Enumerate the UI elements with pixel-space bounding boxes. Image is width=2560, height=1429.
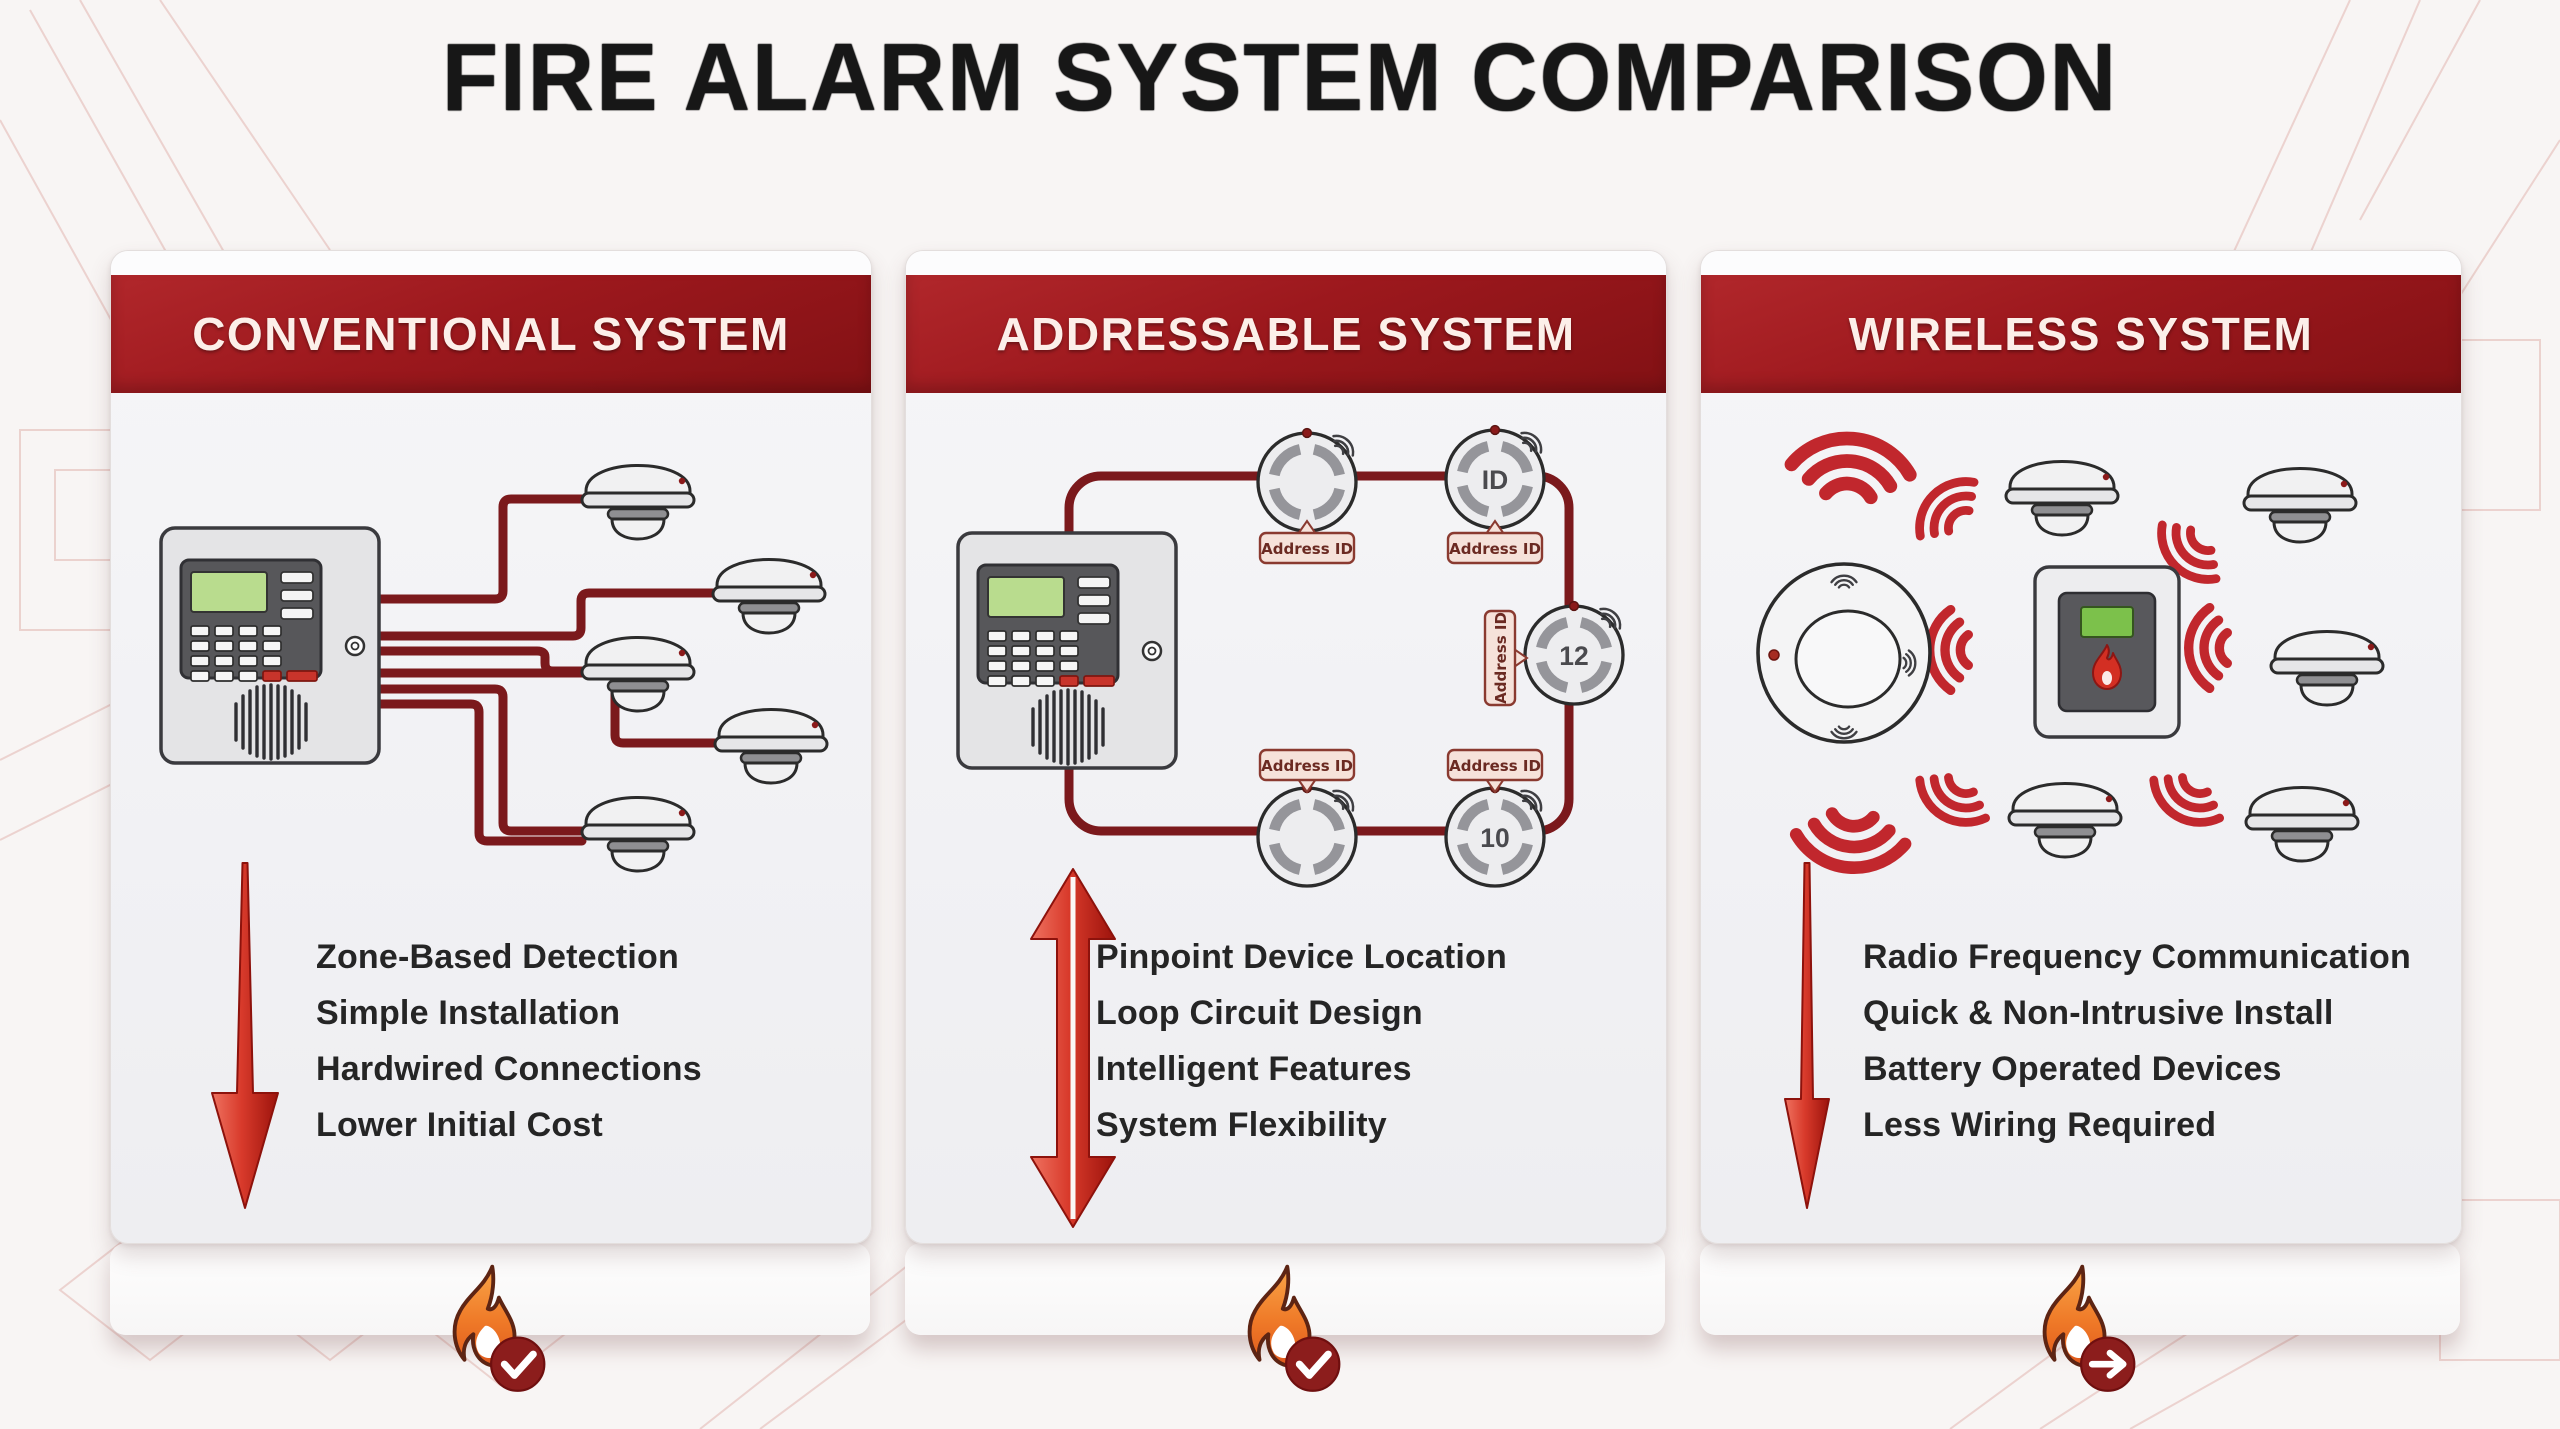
feature-item: Loop Circuit Design xyxy=(1096,993,1423,1032)
status-badge xyxy=(490,1336,546,1392)
feature-item: System Flexibility xyxy=(1096,1105,1387,1144)
status-screen xyxy=(2080,606,2134,638)
wifi-signal-icon xyxy=(1789,434,1912,501)
smoke-detector-icon xyxy=(580,636,696,713)
control-panel-icon xyxy=(159,526,381,765)
addressable-diagram: ID 12 10 Address ID Address xyxy=(956,393,1666,1228)
panel-title: CONVENTIONAL SYSTEM xyxy=(192,308,790,360)
check-icon xyxy=(500,1350,537,1379)
fire-indicator-icon xyxy=(2092,644,2122,690)
smoke-detector-icon xyxy=(2269,630,2385,707)
panel-addressable: ADDRESSABLE SYSTEM ID 12 10 xyxy=(905,250,1667,1244)
smoke-detector-icon xyxy=(713,708,829,785)
panel-header-conventional: CONVENTIONAL SYSTEM xyxy=(111,275,871,393)
address-id-text: Address ID xyxy=(1492,612,1510,704)
feature-item: Radio Frequency Communication xyxy=(1863,937,2411,976)
addressable-detector: 10 xyxy=(1446,784,1546,886)
down-arrow-icon xyxy=(211,862,279,1209)
address-id-tag: Address ID xyxy=(1483,609,1529,707)
panel-title: WIRELESS SYSTEM xyxy=(1848,308,2314,360)
conventional-diagram xyxy=(159,464,829,1209)
wifi-signal-icon xyxy=(2144,766,2228,835)
card-top-strip xyxy=(1701,251,2461,275)
feature-list: Zone-Based Detection Simple Installation… xyxy=(316,929,702,1153)
addressable-detector xyxy=(1258,784,1358,886)
detector-id-label: 12 xyxy=(1559,641,1588,671)
up-down-arrow-icon xyxy=(1030,868,1116,1228)
wifi-signal-icon xyxy=(1794,811,1907,873)
card-top-strip xyxy=(906,251,1666,275)
feature-list: Pinpoint Device Location Loop Circuit De… xyxy=(1096,929,1507,1153)
feature-item: Pinpoint Device Location xyxy=(1096,937,1507,976)
smoke-detector-icon xyxy=(580,464,696,541)
smoke-detector-icon xyxy=(2244,786,2360,863)
down-arrow-icon xyxy=(1784,862,1830,1209)
detector-id-label: ID xyxy=(1482,465,1508,495)
arrow-right-icon xyxy=(2088,1349,2127,1379)
address-id-tag: Address ID xyxy=(1258,519,1356,565)
panel-header-addressable: ADDRESSABLE SYSTEM xyxy=(906,275,1666,393)
flame-arrow-badge xyxy=(2042,1264,2136,1392)
smoke-detector-icon xyxy=(2007,782,2123,859)
address-id-text: Address ID xyxy=(1261,757,1353,775)
addressable-detector: 12 xyxy=(1525,602,1625,704)
flame-check-badge xyxy=(452,1264,546,1392)
address-id-tag: Address ID xyxy=(1446,519,1544,565)
card-top-strip xyxy=(111,251,871,275)
status-badge xyxy=(1285,1336,1341,1392)
control-panel-icon xyxy=(956,531,1178,770)
wireless-diagram xyxy=(1756,393,2385,1209)
wifi-signal-icon xyxy=(2189,608,2228,689)
wifi-signal-icon xyxy=(1930,610,1969,691)
wireless-control-unit xyxy=(2033,565,2181,739)
smoke-detector-icon xyxy=(2004,460,2120,537)
zone-wires xyxy=(376,494,720,846)
panel-conventional: CONVENTIONAL SYSTEM Zone-Based Detection… xyxy=(110,250,872,1244)
panel-wireless: WIRELESS SYSTEM xyxy=(1700,250,2462,1244)
feature-list: Radio Frequency Communication Quick & No… xyxy=(1863,929,2411,1153)
address-id-text: Address ID xyxy=(1449,540,1541,558)
feature-item: Simple Installation xyxy=(316,993,621,1032)
panel-header-wireless: WIRELESS SYSTEM xyxy=(1701,275,2461,393)
feature-item: Battery Operated Devices xyxy=(1863,1049,2282,1088)
flame-check-badge xyxy=(1247,1264,1341,1392)
wifi-signal-icon xyxy=(1906,468,1985,547)
feature-item: Less Wiring Required xyxy=(1863,1105,2217,1144)
address-id-tag: Address ID xyxy=(1258,748,1356,794)
addressable-detector xyxy=(1258,429,1358,531)
feature-item: Quick & Non-Intrusive Install xyxy=(1863,993,2334,1032)
address-id-text: Address ID xyxy=(1261,540,1353,558)
wifi-signal-icon xyxy=(1910,766,1994,835)
smoke-detector-icon xyxy=(580,796,696,873)
smoke-detector-icon xyxy=(2242,467,2358,544)
address-id-tag: Address ID xyxy=(1446,748,1544,794)
detector-id-label: 10 xyxy=(1480,823,1509,853)
feature-item: Hardwired Connections xyxy=(316,1049,702,1088)
feature-item: Lower Initial Cost xyxy=(316,1105,603,1144)
address-id-text: Address ID xyxy=(1449,757,1541,775)
smoke-detector-icon xyxy=(711,558,827,635)
addressable-detector: ID xyxy=(1446,426,1546,528)
page-title: FIRE ALARM SYSTEM COMPARISON xyxy=(441,24,2119,132)
feature-item: Intelligent Features xyxy=(1096,1049,1412,1088)
feature-item: Zone-Based Detection xyxy=(316,937,679,976)
wireless-round-detector xyxy=(1756,562,1932,744)
panel-title: ADDRESSABLE SYSTEM xyxy=(996,308,1576,360)
check-icon xyxy=(1295,1350,1332,1379)
